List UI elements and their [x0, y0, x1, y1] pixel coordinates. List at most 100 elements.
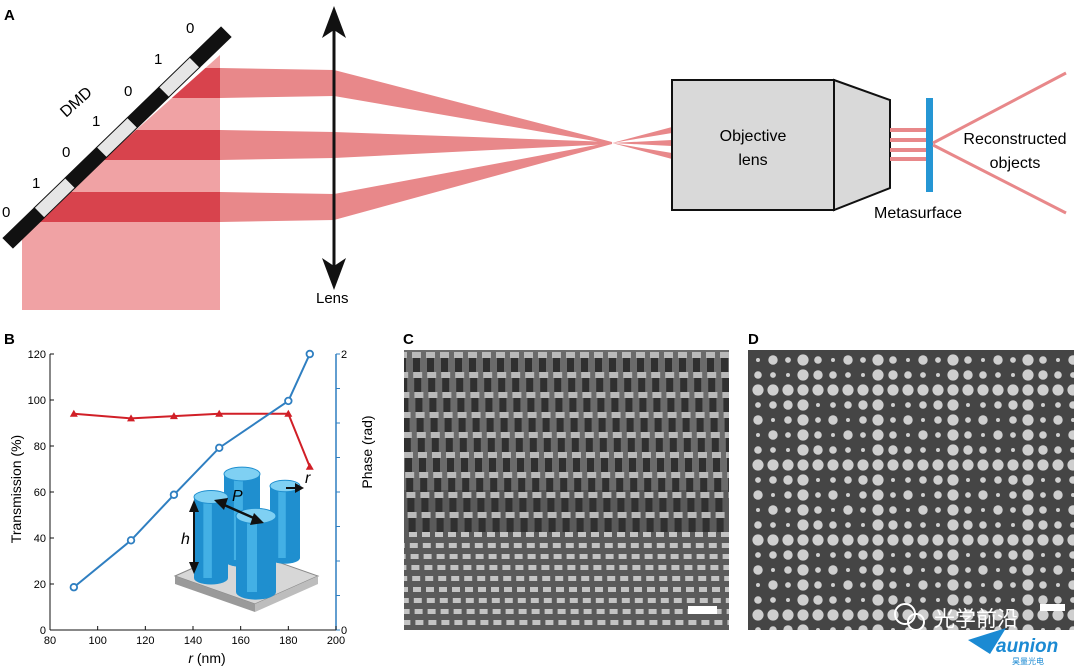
sem-d-dot — [1054, 371, 1062, 379]
sem-c-pillar-low — [466, 609, 475, 614]
sem-d-dot — [783, 400, 793, 410]
sem-c-pillar-low — [712, 587, 720, 592]
sem-d-dot — [872, 579, 884, 591]
sem-c-pillar-low — [644, 554, 653, 559]
sem-c-pillar-top — [475, 472, 485, 478]
sem-c-pillar-top — [435, 512, 445, 518]
sem-d-dot — [1052, 534, 1064, 546]
sem-c-pillar-top — [540, 392, 550, 398]
sem-c-pillar-shadow — [498, 378, 506, 392]
sem-c-pillar-low — [542, 576, 551, 581]
sem-c-pillar-low — [565, 543, 574, 548]
sem-c-pillar-low — [539, 543, 548, 548]
sem-d-dot — [756, 508, 760, 512]
sem-d-dot — [964, 356, 972, 364]
x-tick-label: 120 — [136, 635, 154, 647]
sem-d-dot — [828, 490, 838, 500]
sem-d-dot — [756, 358, 760, 362]
sem-c-pillar-low — [656, 543, 665, 548]
sem-d-dot — [904, 521, 912, 529]
sem-c-pillar-low — [424, 565, 433, 570]
sem-c-pillar-shadow — [625, 398, 633, 412]
sem-c-pillar-shadow — [528, 418, 536, 432]
sem-c-pillar-shadow — [682, 418, 690, 432]
sem-c-pillar-top — [598, 432, 608, 438]
panel-d: D — [748, 331, 1074, 630]
sem-d-dot — [947, 489, 959, 501]
sem-c-pillar-shadow — [721, 358, 728, 372]
sem-c-pillar-top — [553, 372, 563, 378]
sem-d-dot — [981, 583, 985, 587]
sem-d-dot — [978, 415, 988, 425]
sem-c-pillar-top — [666, 392, 676, 398]
sem-c-pillar-shadow — [415, 398, 423, 412]
sem-c-pillar-low — [609, 609, 618, 614]
sem-c-pillar-shadow — [497, 358, 504, 372]
sem-c-pillar-top — [573, 472, 583, 478]
sem-d-dot — [891, 478, 895, 482]
sem-c-pillar-shadow — [515, 438, 523, 452]
sem-c-pillars — [404, 352, 729, 625]
sem-c-pillar-low — [467, 620, 476, 625]
sem-c-pillar-low — [584, 620, 593, 625]
sem-c-pillar-shadow — [680, 378, 688, 392]
sem-d-dot — [872, 384, 884, 396]
sem-c-pillar-low — [570, 609, 579, 614]
dmd-bit-6: 1 — [154, 51, 162, 68]
sem-c-pillar-low — [479, 609, 488, 614]
sem-c-pillar-low — [404, 554, 406, 559]
sem-c-pillar-top — [404, 432, 412, 438]
sem-d-dot — [814, 506, 822, 514]
sem-d-dot — [843, 505, 853, 515]
y-left-tick-label: 80 — [34, 441, 46, 453]
sem-c-pillar-low — [632, 565, 641, 570]
sem-c-pillar-top — [455, 372, 465, 378]
sem-c-pillar-top — [530, 452, 539, 458]
sem-c-pillar-top — [414, 392, 424, 398]
sem-c-pillar-top — [640, 432, 650, 438]
sem-c-pillar-top — [471, 412, 481, 418]
sem-c-pillar-top — [653, 412, 663, 418]
sem-c-pillar-shadow — [693, 358, 700, 372]
y-left-tick-label: 40 — [34, 533, 46, 545]
sem-c-pillar-low — [493, 620, 502, 625]
sem-c-pillar-shadow — [587, 458, 594, 472]
sem-c-pillar-low — [699, 598, 708, 603]
sem-c-pillar-low — [669, 543, 678, 548]
sem-c-pillar-top — [651, 372, 661, 378]
sem-d-dot — [920, 597, 926, 603]
sem-c-pillar-top — [671, 472, 681, 478]
sem-c-pillar-shadow — [590, 518, 598, 532]
sem-c-pillar-top — [416, 432, 426, 438]
sem-c-pillar-low — [552, 532, 560, 537]
sem-c-pillar-top — [657, 472, 667, 478]
sem-c-pillar-top — [546, 492, 556, 498]
sem-d-dot — [964, 431, 972, 439]
sem-c-pillar-low — [578, 543, 587, 548]
sem-d-dot — [857, 459, 869, 471]
sem-c-pillar-low — [645, 565, 654, 570]
sem-d-dot — [995, 597, 1001, 603]
sem-c-pillar-top — [555, 412, 565, 418]
reconstructed-label-1: Reconstructed — [963, 131, 1066, 148]
sem-c-pillar-shadow — [546, 478, 554, 492]
sem-c-pillar-top — [587, 472, 597, 478]
data-point-circle — [69, 583, 79, 592]
sem-c-pillar-shadow — [623, 358, 630, 372]
pillar-front-shine — [247, 516, 257, 592]
sem-d-dot — [1011, 373, 1015, 377]
sem-c-pillar-shadow — [630, 478, 638, 492]
sem-d-dot — [966, 628, 970, 630]
sem-d-dot — [1022, 429, 1034, 441]
sem-c-pillar-shadow — [709, 398, 717, 412]
beam-band-2 — [102, 130, 220, 160]
sem-c-pillar-shadow — [478, 518, 486, 532]
sem-d-dot — [917, 459, 929, 471]
sem-d-dot — [1007, 384, 1019, 396]
sem-d-dot — [906, 358, 910, 362]
sem-c-pillar-top — [643, 472, 653, 478]
sem-c-pillar-shadow — [584, 418, 592, 432]
sem-c-pillar-low — [555, 576, 564, 581]
sem-d-dot — [962, 534, 974, 546]
sem-c-pillar-low — [439, 598, 448, 603]
